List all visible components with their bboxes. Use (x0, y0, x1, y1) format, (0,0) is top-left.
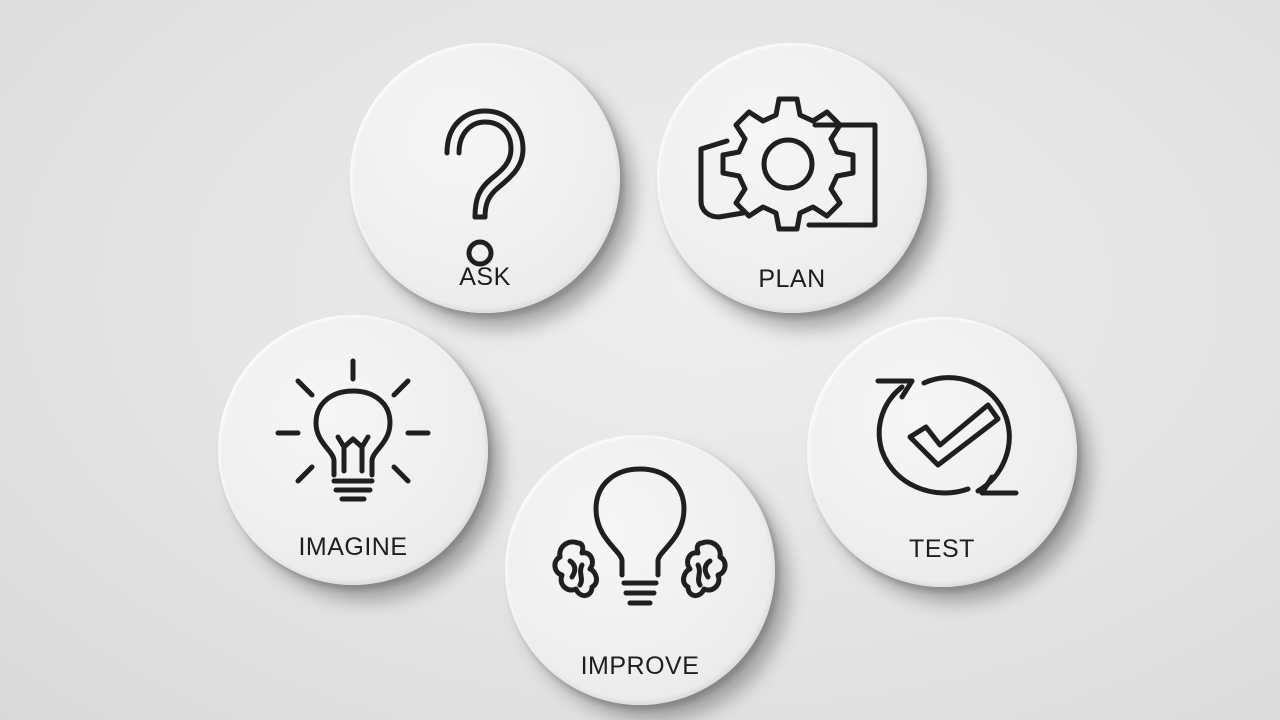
test-disc: TEST (807, 317, 1077, 587)
ask-label: ASK (459, 263, 511, 291)
plan-disc: PLAN (657, 43, 927, 313)
test-label: TEST (909, 535, 975, 563)
cycle-check-icon (875, 375, 1019, 496)
improve-label: IMPROVE (580, 652, 700, 680)
lightbulb-rays-icon (275, 358, 431, 502)
improve-disc: IMPROVE (505, 435, 775, 705)
imagine-disc: IMAGINE (218, 315, 488, 585)
question-mark-icon (444, 108, 526, 267)
lightbulb-leaves-icon (552, 466, 728, 606)
plan-label: PLAN (758, 265, 826, 293)
ask-disc: ASK (350, 43, 620, 313)
gear-puzzle-icon (698, 96, 878, 232)
imagine-label: IMAGINE (298, 533, 408, 561)
